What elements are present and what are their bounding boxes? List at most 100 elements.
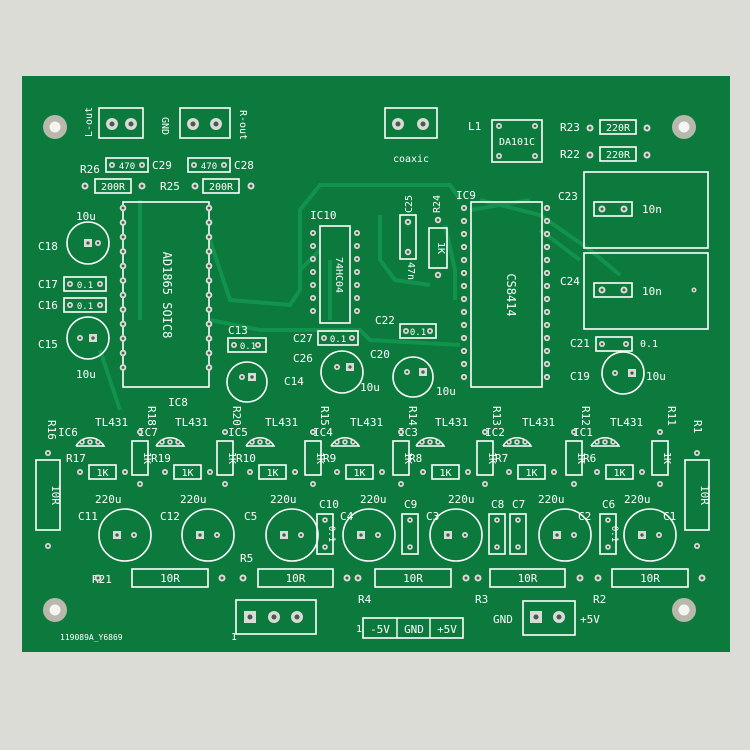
small-cap-pad-hole [408, 545, 412, 549]
big-cap-value-6: 220u [624, 493, 651, 506]
tl431-label: TL431 [435, 416, 468, 429]
lower-r-body [173, 464, 202, 480]
c21-value: 0.1 [640, 339, 658, 350]
power-right-pin-1-hole [533, 614, 539, 620]
lower-r-pad-hole [123, 470, 127, 474]
big-cap-outline [538, 508, 592, 562]
tl431-pin-hole [80, 440, 84, 444]
c26-outline [320, 350, 364, 394]
tl431-pin-hole [96, 440, 100, 444]
r26-body [94, 178, 132, 194]
tl431-label: TL431 [95, 416, 128, 429]
c27-pad-2-hole [350, 336, 354, 340]
l-out-label: L-out [84, 107, 95, 137]
c15-label: C15 [38, 338, 58, 351]
ic8-pin-left-hole [121, 308, 125, 311]
tl431-pin-hole [335, 440, 339, 444]
c23-body [593, 201, 633, 217]
c15-value: 10u [76, 368, 96, 381]
ic8-pin-right-hole [207, 206, 211, 210]
upper-r-value: 1K [314, 452, 325, 464]
small-cap-pad-hole [323, 545, 327, 549]
lower-r-body [345, 464, 374, 480]
c25-body [399, 214, 417, 260]
upper-r-label-1: R20 [230, 406, 243, 426]
c29-pad-2-hole [140, 163, 144, 167]
tl431-outline [245, 437, 276, 447]
small-cap-pad-hole [495, 545, 499, 549]
ic9-label: IC9 [456, 189, 476, 202]
ic8-pin-left-hole [121, 293, 125, 297]
big-cap-pad-plus-hole [359, 533, 363, 537]
upper-r-value: 1K [402, 452, 413, 464]
r24-value: 1K [435, 242, 446, 254]
upper-r-pad-hole [483, 482, 487, 486]
c14-pad-1-hole [240, 375, 244, 379]
small-cap-body [316, 513, 334, 555]
ic8-pin-left-hole [121, 322, 125, 326]
c23-pad-2-hole [622, 207, 626, 211]
big-cap-value-4: 220u [448, 493, 475, 506]
tl431-outline [330, 437, 361, 447]
ic9-outline [470, 201, 543, 388]
bottom-r-pad-hole [220, 576, 224, 580]
tl431-pin-hole [343, 440, 347, 444]
coaxic-pad-2-hole [420, 121, 426, 127]
ic9-pin-left-hole [462, 336, 466, 340]
ic9-pin-right-hole [545, 375, 549, 379]
c20-pad-2-hole [421, 370, 425, 374]
via-hole [692, 288, 696, 292]
small-cap-pad-hole [516, 518, 520, 522]
big-cap-outline [342, 508, 396, 562]
upper-r-value: 1K [661, 452, 672, 464]
upper-r-pad-hole [311, 430, 315, 434]
ad1865-label: AD1865 SOIC8 [160, 252, 174, 339]
trace-7 [98, 349, 122, 411]
tl431-pin-hole [351, 440, 355, 444]
r16-pad-2-hole [46, 544, 50, 548]
big-cap-pad-hole [657, 533, 661, 537]
bottom-r-value-3: 10R [518, 572, 538, 585]
upper-r-body [651, 440, 669, 476]
l1-label: L1 [468, 120, 481, 133]
r23-body [599, 119, 637, 135]
upper-r-value: 1K [486, 452, 497, 464]
lower-r-pad-hole [248, 470, 252, 474]
c28-pad-2-hole [222, 163, 226, 167]
lower-r-pad-hole [335, 470, 339, 474]
r1-label: R1 [691, 420, 704, 433]
ic10-pin-left-hole [311, 244, 315, 248]
ic9-pin-left-hole [462, 323, 466, 327]
bottom-r-value-1: 10R [286, 572, 306, 585]
lower-r-value: 1K [353, 468, 365, 479]
small-cap-pad-hole [606, 545, 610, 549]
big-cap-label-3: C4 [340, 510, 354, 523]
r-out-pad-1-hole [190, 121, 196, 127]
big-cap-pad-plus-hole [115, 533, 119, 537]
tl431-pin-hole [436, 440, 440, 444]
upper-r-label-4: R13 [490, 406, 503, 426]
c25-pad-2-hole [406, 250, 410, 254]
small-cap-pad-hole [516, 545, 520, 549]
big-cap-value-1: 220u [180, 493, 207, 506]
ic10-pin-left-hole [311, 309, 315, 313]
upper-r-pad-hole [399, 482, 403, 486]
c28-body [187, 157, 231, 173]
tl431-pin-hole [523, 440, 527, 444]
c24-label: C24 [560, 275, 580, 288]
bottom-r-label-1: R5 [240, 552, 253, 565]
upper-r-body [392, 440, 410, 476]
r22-body [599, 146, 637, 162]
ic-label-2: IC7 [138, 426, 158, 439]
upper-r-pad-hole [223, 430, 227, 434]
ic9-pin-right-hole [545, 284, 549, 288]
tl431-outline [155, 437, 186, 447]
r1-body [684, 459, 710, 531]
power-header-left [235, 599, 317, 635]
c25-value: 47n [405, 262, 416, 280]
ic9-pin-left-hole [462, 375, 466, 379]
big-cap-pad-plus-hole [446, 533, 450, 537]
pin1-left-label: 1 [231, 632, 237, 643]
c22-body [399, 323, 437, 339]
ic10-pin-left-hole [311, 296, 315, 300]
